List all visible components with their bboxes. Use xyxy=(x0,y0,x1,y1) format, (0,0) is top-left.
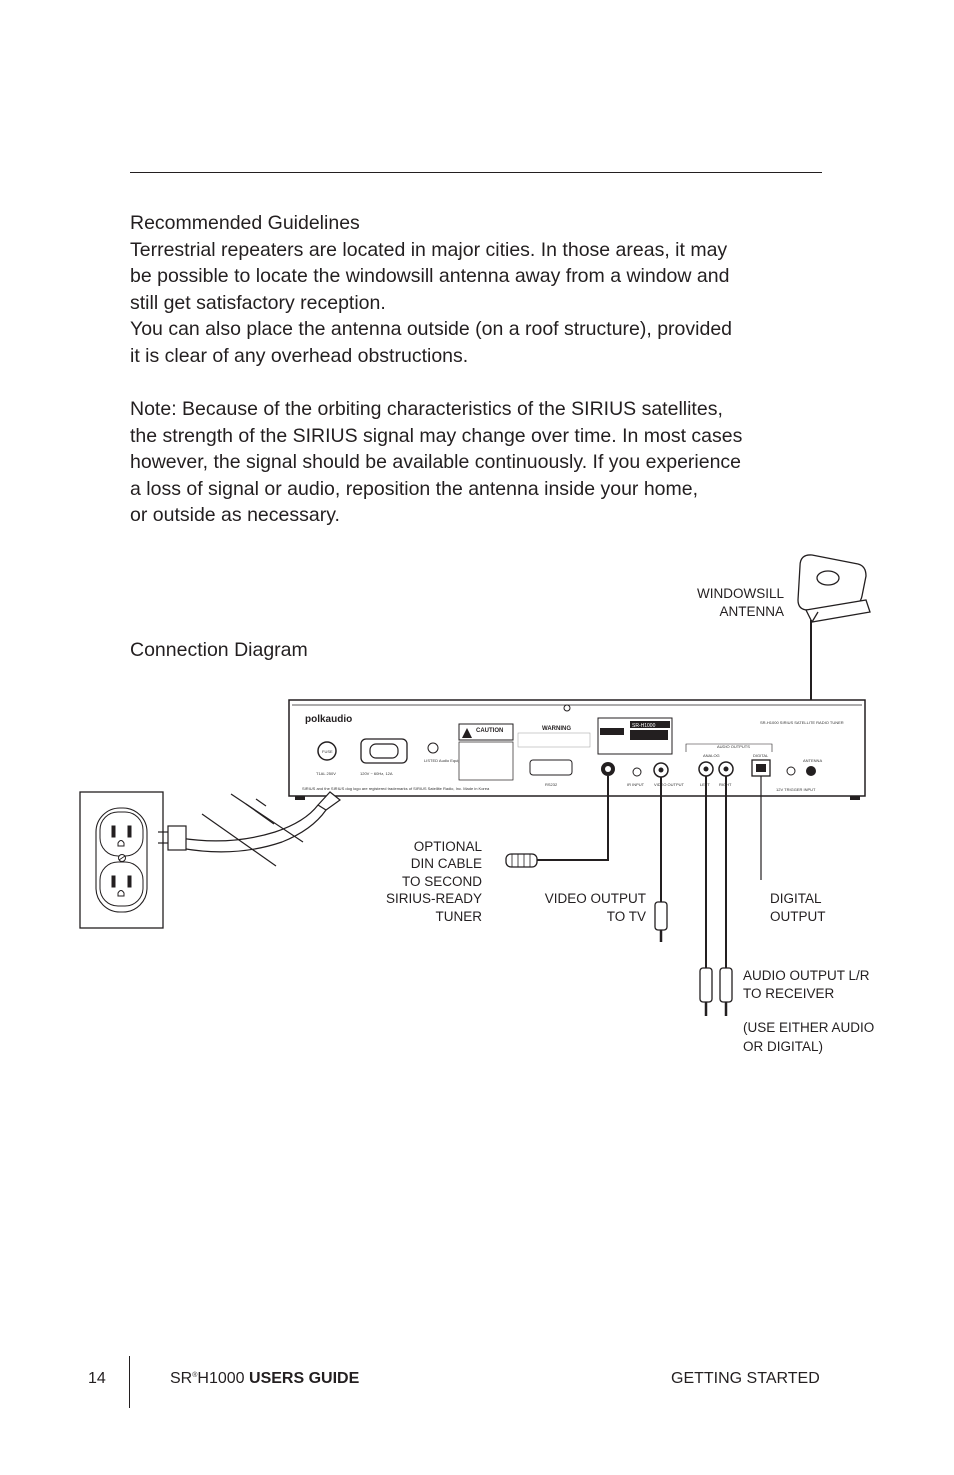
trigger-label: 12V TRIGGER INPUT xyxy=(776,787,816,792)
tuner-rear-panel: polkaudio SR-H1000 SIRIUS SATELLITE RADI… xyxy=(288,699,866,800)
listed-label: LISTED Audio Equipment xyxy=(424,758,470,763)
din-label-line: TO SECOND xyxy=(402,874,482,889)
tuner-name: SR-H1000 SIRIUS SATELLITE RADIO TUNER xyxy=(760,720,844,725)
analog-label: ANALOG xyxy=(703,753,720,758)
guidelines-block: Recommended Guidelines Terrestrial repea… xyxy=(130,210,732,369)
caution-box xyxy=(458,723,514,741)
din-label-line: DIN CABLE xyxy=(411,856,482,871)
guidelines-line: You can also place the antenna outside (… xyxy=(130,318,733,340)
page-number: 14 xyxy=(88,1370,106,1387)
trigger-jack-icon xyxy=(786,766,796,776)
fuse-rating: T1AL 250V xyxy=(316,771,336,776)
audio-cables xyxy=(699,776,733,1016)
windowsill-antenna-icon xyxy=(797,554,871,623)
antenna-jack-icon xyxy=(806,766,816,776)
wall-outlet-icon xyxy=(79,791,164,929)
section-title: GETTING STARTED xyxy=(671,1370,820,1387)
fuse-label: FUSE xyxy=(322,749,333,754)
note-line: Because of the orbiting characteristics … xyxy=(176,398,723,420)
either-label-line: OR DIGITAL) xyxy=(743,1039,823,1054)
video-cable xyxy=(654,777,668,942)
guidelines-line: Terrestrial repeaters are located in maj… xyxy=(130,238,728,261)
note-line: however, the signal should be available … xyxy=(130,451,742,473)
brand-logo: polkaudio xyxy=(305,714,352,725)
warning-label: WARNING xyxy=(542,726,571,732)
digital-label-line: DIGITAL xyxy=(770,891,822,906)
guidelines-line: be possible to locate the windowsill ant… xyxy=(130,265,730,287)
guidelines-line: it is clear of any overhead obstructions… xyxy=(130,344,469,367)
din-label-line: TUNER xyxy=(436,909,483,924)
fuse-icon xyxy=(317,741,337,761)
video-label: VIDEO OUTPUT TO TV xyxy=(545,891,646,924)
video-label-line: VIDEO OUTPUT xyxy=(545,891,646,906)
caution-text-box xyxy=(458,741,514,781)
antenna-panel-label: ANTENNA xyxy=(803,758,822,763)
digital-label: DIGITAL OUTPUT xyxy=(770,891,826,924)
ir-input-icon xyxy=(632,767,642,777)
registered-mark-icon: ® xyxy=(192,1372,198,1379)
footer-divider xyxy=(129,1356,130,1408)
diagram-title: Connection Diagram xyxy=(130,639,308,661)
digital-label-line: OUTPUT xyxy=(770,909,826,924)
trademark-text: SIRIUS and the SIRIUS dog logo are regis… xyxy=(302,786,490,791)
ir-input-label: IR INPUT xyxy=(627,782,645,787)
audio-label-line: TO RECEIVER xyxy=(743,986,835,1001)
digital-panel-label: DIGITAL xyxy=(753,753,769,758)
audio-outputs-label: AUDIO OUTPUTS xyxy=(717,744,750,749)
either-label-line: (USE EITHER AUDIO xyxy=(743,1020,874,1035)
audio-label-line: AUDIO OUTPUT L/R xyxy=(743,968,870,983)
audio-label: AUDIO OUTPUT L/R TO RECEIVER (USE EITHER… xyxy=(743,968,874,1054)
model-suffix: H1000 xyxy=(197,1370,245,1387)
power-rating: 120V ~ 60Hz, 12A xyxy=(360,771,393,776)
note-label: Note: xyxy=(130,398,177,420)
antenna-label: WINDOWSILL xyxy=(697,586,784,601)
din-label: OPTIONAL DIN CABLE TO SECOND SIRIUS-READ… xyxy=(386,839,483,924)
antenna-label: ANTENNA xyxy=(719,604,784,619)
guidelines-heading: Recommended Guidelines xyxy=(130,212,360,234)
power-cord xyxy=(158,791,341,867)
connection-diagram: Connection Diagram WINDOWSILL ANTENNA po… xyxy=(79,554,874,1054)
rs232-label: RS232 xyxy=(545,782,558,787)
video-label-line: TO TV xyxy=(607,909,646,924)
guidelines-line: still get satisfactory reception. xyxy=(130,291,386,314)
note-line: a loss of signal or audio, reposition th… xyxy=(130,477,699,500)
footer-guide-title: SR®H1000 USERS GUIDE xyxy=(170,1370,359,1388)
din-label-line: OPTIONAL xyxy=(414,839,483,854)
model-prefix: SR xyxy=(170,1370,193,1387)
ul-logo-icon xyxy=(427,742,439,754)
note-line: the strength of the SIRIUS signal may ch… xyxy=(130,424,743,447)
note-block: Note: Because of the orbiting characteri… xyxy=(130,396,742,529)
video-output-label: VIDEO OUTPUT xyxy=(654,782,685,787)
top-rule xyxy=(130,172,822,173)
note-line: or outside as necessary. xyxy=(130,504,340,526)
din-label-line: SIRIUS-READY xyxy=(386,891,482,906)
rs232-port-icon xyxy=(529,759,573,776)
din-cable xyxy=(505,776,609,868)
caution-label: CAUTION xyxy=(476,728,503,734)
guide-label: USERS GUIDE xyxy=(249,1370,360,1387)
model-plate-label: SR-H1000 xyxy=(632,723,656,729)
